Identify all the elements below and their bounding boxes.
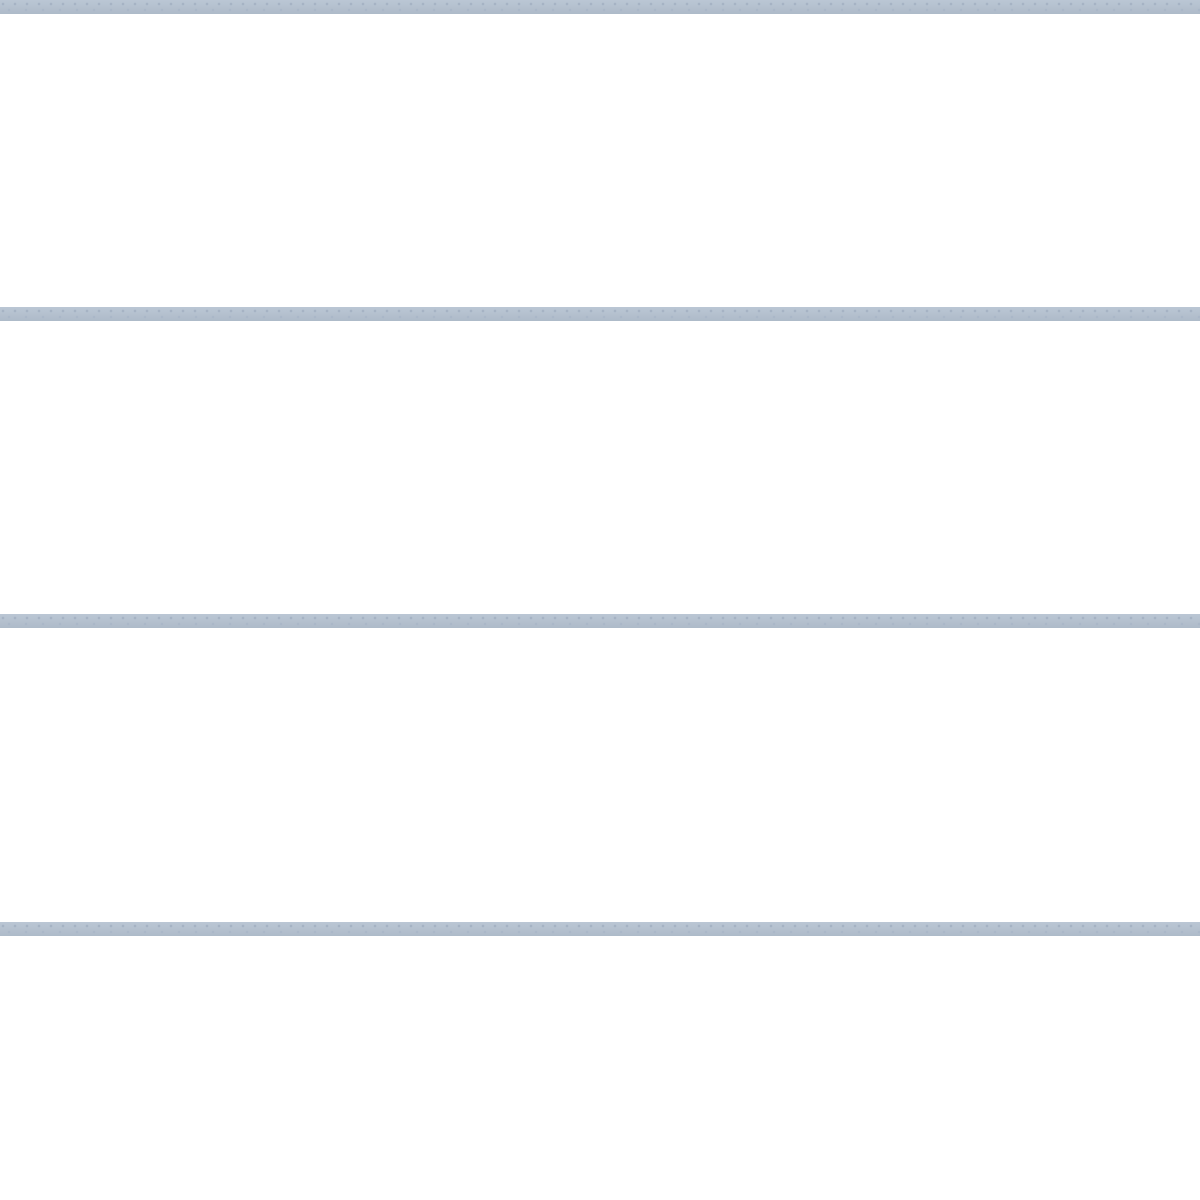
horizontal-rule-4 xyxy=(0,922,1200,936)
horizontal-rule-1 xyxy=(0,0,1200,14)
horizontal-rule-2 xyxy=(0,307,1200,321)
horizontal-rule-3 xyxy=(0,614,1200,628)
